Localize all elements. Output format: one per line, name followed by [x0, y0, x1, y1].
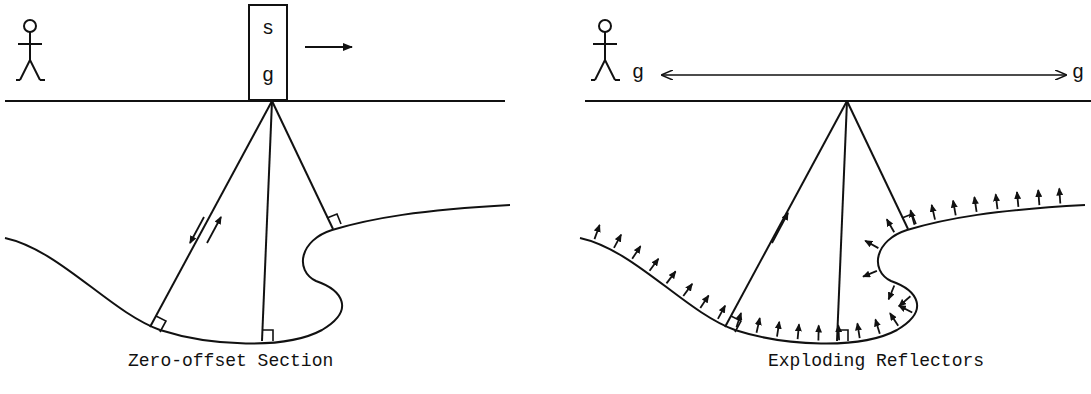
panel-caption: Zero-offset Section: [128, 352, 333, 372]
explosion-arrow: [875, 319, 879, 333]
receiver-letter: g: [1072, 62, 1084, 84]
explosion-arrow: [974, 197, 976, 212]
explosion-arrow: [899, 296, 910, 306]
explosion-arrow: [890, 313, 898, 326]
explosion-arrow: [932, 205, 935, 220]
explosion-arrow: [911, 210, 915, 225]
double-arrow: [662, 74, 1066, 76]
explosion-arrow: [887, 219, 894, 232]
explosion-arrow: [863, 271, 877, 277]
right-angle-mark: [156, 316, 166, 332]
move-arrow: [305, 46, 352, 48]
down-arrow: [190, 217, 204, 243]
explosion-arrow: [996, 194, 998, 209]
ray: [837, 101, 847, 341]
explosion-arrow: [737, 313, 742, 327]
explosion-arrow: [718, 306, 725, 319]
panel-caption: Exploding Reflectors: [768, 352, 984, 372]
ray: [262, 101, 272, 341]
stick-figure: [16, 20, 45, 80]
explosion-arrow: [614, 235, 621, 248]
explosion-arrow: [899, 306, 912, 313]
explosion-arrow: [650, 259, 659, 271]
ray: [272, 101, 333, 229]
ray: [725, 101, 847, 327]
explosion-arrow: [857, 323, 859, 338]
exploding-panel: [580, 20, 1091, 344]
right-angle-mark: [327, 214, 341, 224]
ground-surface: [585, 100, 1091, 102]
explosion-arrow: [818, 326, 820, 341]
explosion-arrow: [777, 322, 779, 337]
explosion-arrow: [953, 201, 956, 216]
explosion-arrow: [595, 225, 600, 239]
reflector: [5, 205, 510, 344]
explosion-arrow: [1017, 192, 1018, 207]
receiver-letter: g: [632, 62, 644, 84]
source-receiver-box: sg: [248, 4, 288, 101]
reflector: [580, 205, 1085, 344]
box-letter: g: [262, 66, 274, 86]
explosion-arrow: [865, 241, 878, 248]
explosion-arrow: [1059, 189, 1060, 204]
explosion-arrow: [837, 325, 840, 340]
up-arrow: [207, 217, 221, 243]
explosion-arrow: [667, 271, 676, 283]
explosion-arrow: [700, 296, 708, 308]
box-letter: s: [262, 19, 274, 39]
explosion-arrow: [757, 318, 760, 333]
explosion-arrow: [1038, 190, 1039, 205]
up-arrow: [772, 213, 788, 243]
explosion-arrow: [798, 324, 799, 339]
exploding-arrows: [595, 189, 1061, 341]
ray: [847, 101, 908, 229]
right-angle-mark: [262, 330, 273, 341]
explosion-arrow: [683, 284, 692, 296]
ray: [150, 101, 272, 327]
stick-figure: [591, 20, 620, 80]
explosion-arrow: [632, 246, 640, 259]
explosion-arrow: [889, 286, 895, 300]
